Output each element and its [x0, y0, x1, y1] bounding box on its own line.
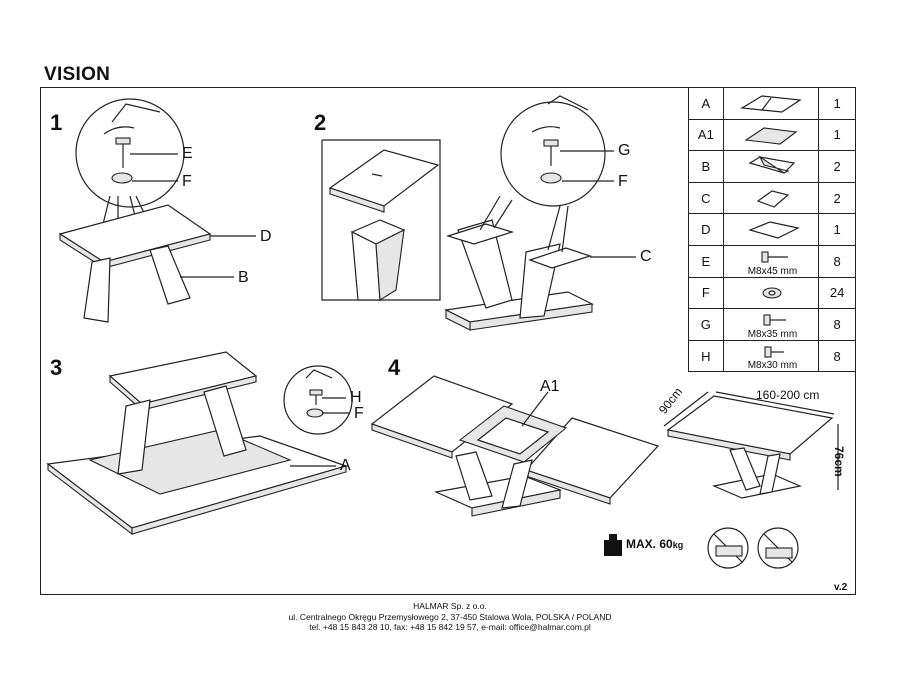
dimension-height: 76cm [832, 446, 846, 477]
label-b: B [238, 269, 249, 286]
max-load-value: 60 [659, 537, 673, 551]
bolt-g-icon: M8x35 mm [722, 308, 820, 341]
max-load-label: MAX. [626, 537, 656, 551]
label-e: E [182, 145, 193, 162]
label-a1: A1 [540, 378, 560, 395]
bolt-e-head [115, 137, 131, 145]
part-qty: 8 [818, 244, 856, 278]
table-row: E M8x45 mm 8 [688, 244, 856, 278]
part-qty: 1 [818, 213, 856, 246]
step4-drawing [370, 375, 839, 569]
label-g: G [618, 142, 631, 159]
table-row: G M8x35 mm 8 [688, 308, 856, 341]
label-f-3: F [354, 405, 364, 422]
part-code: G [688, 308, 724, 341]
washer-f-icon-3 [306, 408, 324, 418]
table-row: A 1 [688, 87, 856, 120]
part-a1-icon [722, 118, 820, 152]
part-spec: M8x30 mm [747, 360, 798, 372]
part-qty: 1 [818, 118, 856, 152]
rotate-arrow-icon [103, 126, 135, 135]
part-qty: 8 [818, 339, 856, 373]
step1-drawing [58, 98, 256, 323]
leg-step3-right [203, 385, 247, 457]
assembled-table [666, 395, 834, 455]
part-d-icon [722, 213, 820, 246]
washer-f-icon [111, 172, 133, 184]
part-qty: 24 [818, 276, 856, 310]
part-code: E [688, 244, 724, 278]
step-number-1: 1 [50, 110, 63, 135]
max-load: MAX. 60kg [626, 537, 683, 551]
document-title: VISION [44, 64, 111, 85]
dimension-length: 160-200 cm [756, 388, 820, 402]
footer-address: ul. Centralnego Okręgu Przemysłowego 2, … [288, 611, 612, 622]
bolt-h-head [309, 389, 323, 396]
label-d: D [260, 228, 272, 245]
label-h: H [350, 389, 362, 406]
table-row: C 2 [688, 181, 856, 215]
part-a-icon [722, 87, 820, 120]
hex-key-icon-2 [547, 95, 589, 111]
label-c: C [640, 248, 652, 265]
footer-contact: tel. +48 15 843 28 10, fax: +48 15 842 1… [309, 622, 591, 632]
part-b-icon [722, 150, 820, 183]
step2-inset-box [321, 139, 441, 301]
leg-step3-left [117, 399, 151, 475]
part-c-plate-left [445, 223, 515, 245]
bolt-h-icon: M8x30 mm [722, 339, 820, 373]
part-c-icon [722, 181, 820, 215]
footer: HALMAR Sp. z o.o. ul. Centralnego Okręgu… [0, 601, 900, 633]
step-number-3: 3 [50, 355, 63, 380]
step2-detail-circle [500, 101, 606, 207]
step1-detail-circle [75, 98, 185, 208]
part-qty: 2 [818, 150, 856, 183]
label-f: F [182, 173, 192, 190]
step-number-4: 4 [388, 355, 401, 380]
table-row: H M8x30 mm 8 [688, 339, 856, 373]
version-label: v.2 [834, 582, 848, 593]
hex-key-icon [111, 103, 161, 123]
weight-icon [604, 540, 622, 556]
step3-drawing [46, 351, 353, 536]
part-qty: 2 [818, 181, 856, 215]
part-code: C [688, 181, 724, 215]
table-row: F 24 [688, 276, 856, 310]
part-code: B [688, 150, 724, 183]
part-code: D [688, 213, 724, 246]
part-spec: M8x35 mm [747, 328, 798, 340]
footer-company: HALMAR Sp. z o.o. [413, 601, 487, 611]
table-row: B 2 [688, 150, 856, 183]
part-c-plate-right [528, 247, 592, 269]
table-row: A1 1 [688, 118, 856, 152]
label-f-2: F [618, 173, 628, 190]
part-spec: M8x45 mm [747, 265, 798, 277]
part-code: A [688, 87, 724, 120]
washer-f-icon-2 [540, 172, 562, 184]
step2-drawing [321, 95, 636, 331]
bolt-g-head [543, 139, 559, 147]
bolt-e-icon: M8x45 mm [722, 244, 820, 278]
label-a: A [340, 457, 351, 474]
max-load-unit: kg [672, 540, 684, 550]
washer-f-icon-table [722, 276, 820, 310]
step3-detail-circle [283, 365, 353, 435]
table-row: D 1 [688, 213, 856, 246]
part-code: H [688, 339, 724, 373]
instruction-frame [40, 87, 856, 595]
step-number-2: 2 [314, 110, 327, 135]
part-code: F [688, 276, 724, 310]
part-qty: 1 [818, 87, 856, 120]
part-code: A1 [688, 118, 724, 152]
part-qty: 8 [818, 308, 856, 341]
part-b-leg-right [149, 245, 191, 305]
part-b-leg-left [83, 257, 111, 323]
parts-table: A 1 A1 1 B 2 C 2 D [688, 87, 856, 373]
